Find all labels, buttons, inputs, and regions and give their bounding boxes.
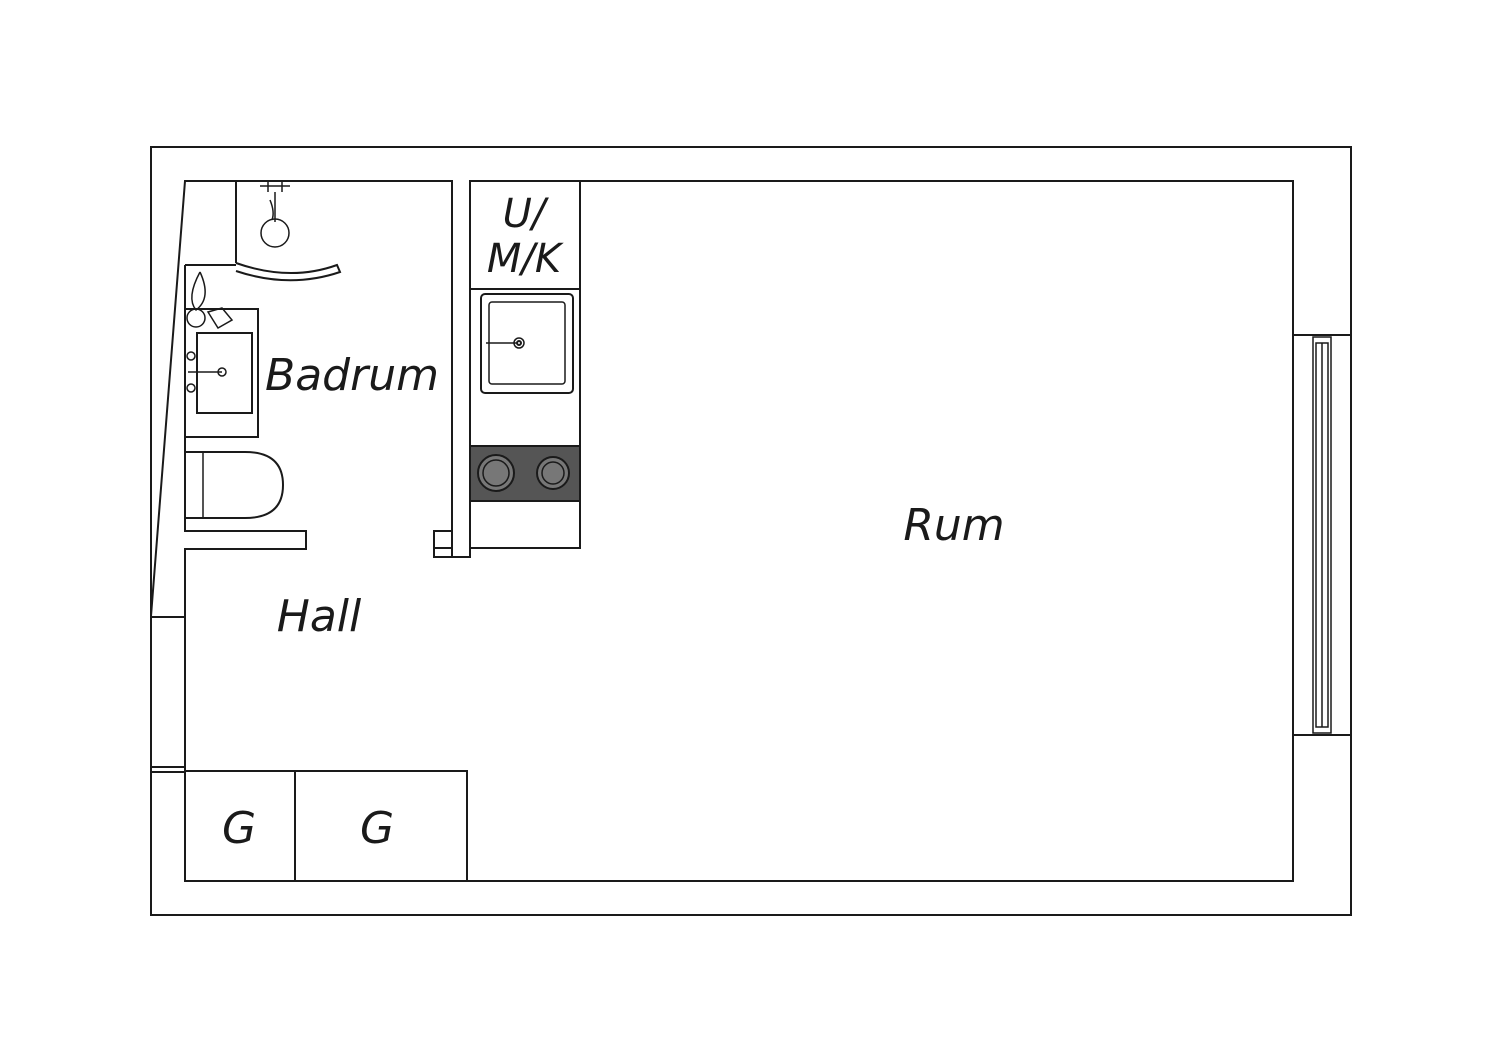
shower-icon xyxy=(235,181,342,282)
exterior-wall xyxy=(150,146,1352,916)
outer-wall-outline xyxy=(150,146,1352,916)
stove-icon xyxy=(469,445,581,502)
closets xyxy=(184,770,468,882)
kitchen-sink-icon xyxy=(469,288,581,549)
closet-label-1: G xyxy=(222,803,256,854)
room-label-umk-line2: M/K xyxy=(487,236,564,282)
inner-wall-outline xyxy=(151,180,1294,882)
toilet-icon xyxy=(185,451,285,519)
room-label-umk-line1: U/ xyxy=(503,191,550,237)
bathroom-door-jamb xyxy=(433,530,453,557)
window-icon xyxy=(1293,334,1351,736)
bathroom-left-wall xyxy=(184,181,237,531)
room-label-badrum: Badrum xyxy=(265,350,439,401)
closet-label-2: G xyxy=(360,803,394,854)
sink-icon xyxy=(185,264,259,438)
room-label-hall: Hall xyxy=(277,591,362,642)
room-label-rum: Rum xyxy=(903,500,1004,551)
